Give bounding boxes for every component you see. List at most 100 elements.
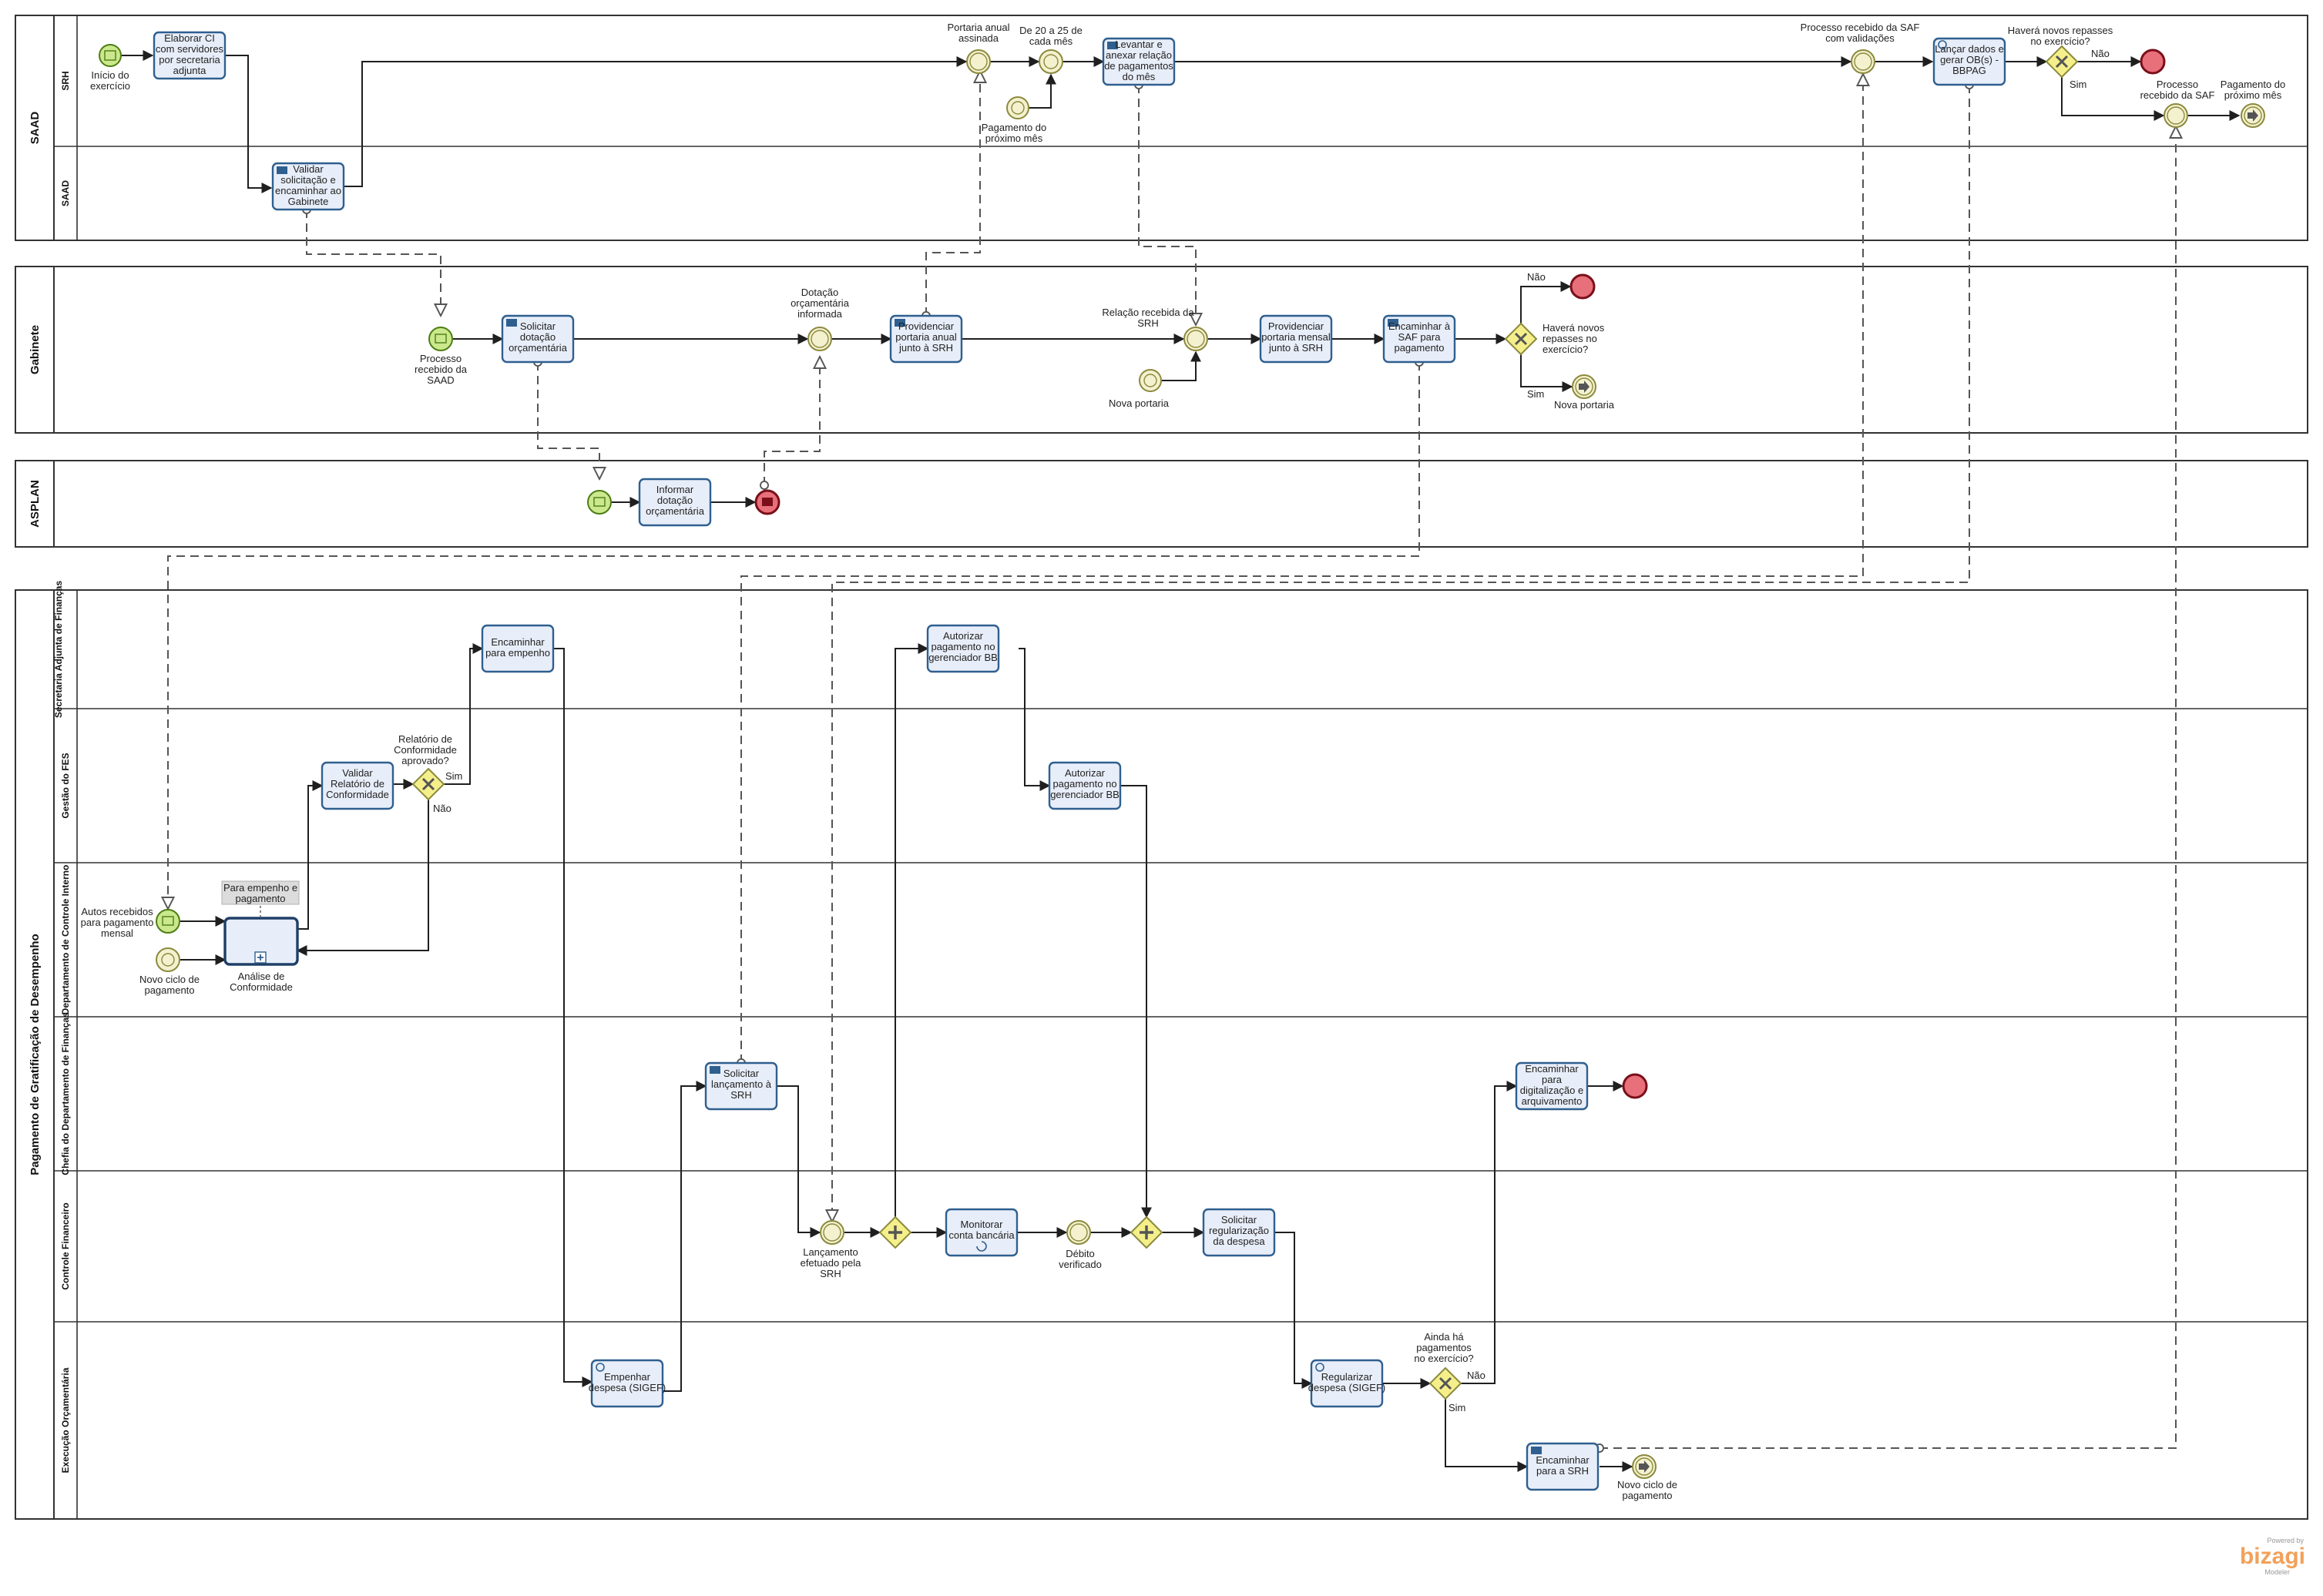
svg-text:Nova portaria: Nova portaria (1109, 397, 1170, 409)
message-task-icon (506, 319, 517, 327)
message-task-icon (277, 166, 287, 174)
message-task-icon (710, 1066, 720, 1074)
gateway-parallel-join (1130, 1215, 1163, 1249)
svg-text:Não: Não (1527, 271, 1546, 283)
message-task-icon (895, 319, 905, 327)
end-message-event-asplan (754, 489, 780, 515)
lane-label-controle-financeiro: Controle Financeiro (60, 1202, 71, 1289)
svg-text:Powered by: Powered by (2267, 1537, 2304, 1544)
svg-text:Não: Não (433, 803, 452, 814)
pool-label-gabinete: Gabinete (29, 325, 42, 374)
svg-text:Sim: Sim (1449, 1402, 1465, 1413)
svg-text:Não: Não (1467, 1370, 1485, 1381)
lane-label-gestao-fes: Gestão do FES (60, 753, 71, 818)
lane-label-saf: Secretaria Adjunta de Finanças (53, 581, 64, 719)
pool-asplan: ASPLAN (15, 460, 2308, 548)
bizagi-logo: Powered by bizagi Modeler (2240, 1537, 2305, 1576)
lane-label-srh: SRH (60, 71, 71, 90)
svg-text:Nova portaria: Nova portaria (1554, 399, 1615, 411)
message-task-icon (1388, 319, 1398, 327)
message-task-icon (1107, 42, 1118, 49)
svg-text:Sim: Sim (2070, 79, 2086, 90)
svg-text:Modeler: Modeler (2264, 1568, 2290, 1576)
pool-pagamento: Pagamento de Gratificação de Desempenho … (15, 581, 2308, 1520)
sequence-flows (122, 50, 2241, 1472)
user-task-icon (1315, 1363, 1324, 1372)
lane-label-chefia: Chefia do Departamento de Finanças (60, 1012, 71, 1175)
end-event-gabinete (1569, 273, 1596, 300)
pool-label-pagamento: Pagamento de Gratificação de Desempenho (29, 934, 42, 1175)
user-task-icon (1938, 40, 1947, 49)
start-event-asplan (587, 490, 612, 515)
start-event-nova-portaria: Nova portaria (1109, 369, 1170, 409)
lane-label-execucao: Execução Orçamentária (60, 1367, 71, 1473)
svg-text:bizagi: bizagi (2240, 1544, 2305, 1569)
pool-label-saad: SAAD (29, 112, 42, 145)
pool-label-asplan: ASPLAN (29, 480, 42, 528)
